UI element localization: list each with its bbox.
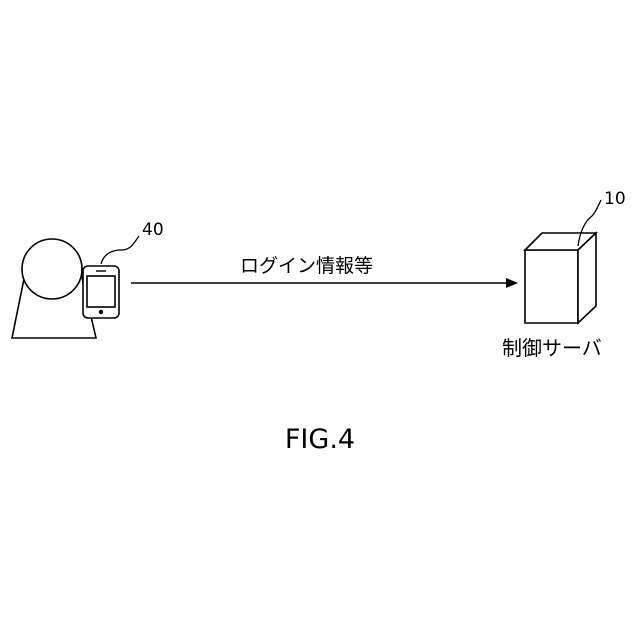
message-label: ログイン情報等 (240, 257, 373, 276)
server-icon (525, 233, 596, 323)
leader-line-40 (101, 236, 139, 264)
user-device-ref-number: 40 (142, 222, 164, 239)
figure-caption: FIG.4 (0, 426, 640, 453)
login-info-arrow (131, 278, 518, 288)
server-ref-number: 10 (604, 191, 626, 208)
smartphone-icon (83, 266, 119, 318)
server-label: 制御サーバ (502, 338, 602, 358)
